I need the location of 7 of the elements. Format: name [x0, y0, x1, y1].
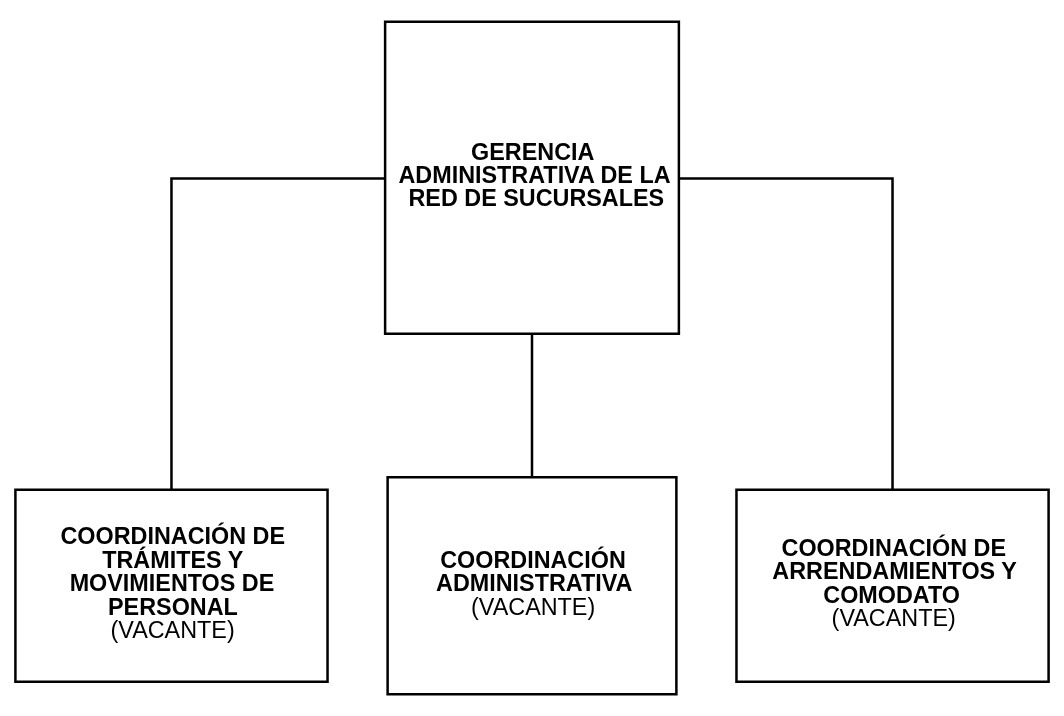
connector — [530, 334, 534, 478]
connector — [679, 177, 894, 490]
connector — [170, 177, 385, 490]
node-box: GERENCIA ADMINISTRATIVA DE LA RED DE SUCURSALES — [383, 20, 681, 336]
node-box: COORDINACIÓN ADMINISTRATIVA (VACANTE) — [386, 476, 678, 696]
node-box: COORDINACIÓN DE ARRENDAMIENTOS Y COMODATO (VACANTE) — [735, 488, 1050, 684]
node-box: COORDINACIÓN DE TRÁMITES Y MOVIMIENTOS DE PERSONAL (VACANTE) — [14, 488, 329, 684]
